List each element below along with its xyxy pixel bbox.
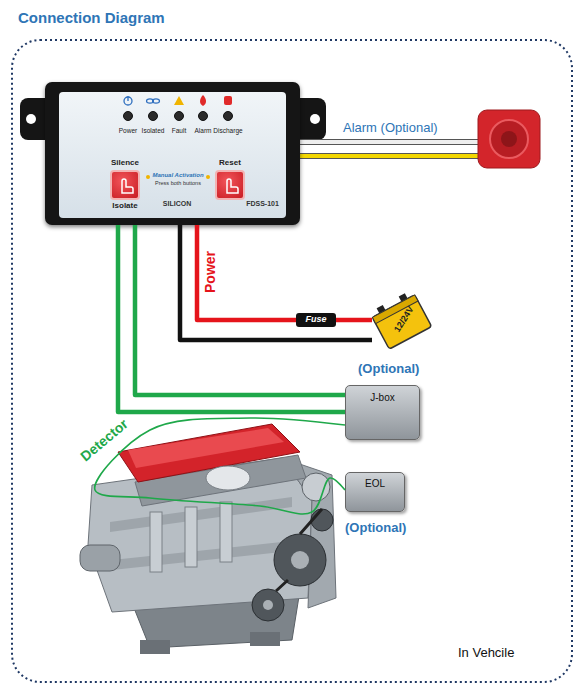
indicator-label: Discharge [213, 127, 242, 134]
intake-housing [206, 466, 250, 490]
wire-connector [95, 418, 345, 514]
engine-rib [110, 497, 292, 532]
battery-body [372, 290, 432, 349]
optional-tag: (Optional) [345, 521, 406, 536]
alarm-wire [300, 154, 482, 158]
wire-connector [197, 225, 296, 320]
pulley [274, 534, 326, 586]
push-button [110, 170, 140, 200]
model-number: FDSS-101 [235, 200, 290, 208]
indicator-label: Alarm [195, 127, 212, 134]
isolated-icon [153, 99, 160, 103]
discharge-icon [224, 96, 232, 105]
power-icon [127, 96, 128, 101]
link-dot [206, 175, 210, 179]
belt [276, 509, 322, 591]
link-dot [146, 175, 150, 179]
control-unit: SilenceIsolate ResetSILICON FDSS-101 [45, 82, 300, 225]
wire-connector [180, 225, 372, 340]
engine-rib [112, 540, 300, 570]
manifold-pipe [220, 502, 232, 562]
indicator-label: Power [119, 127, 137, 134]
wire-label: Power [202, 251, 218, 293]
indicator-led [124, 112, 133, 121]
dotted-border [12, 40, 572, 682]
hand-icon [227, 179, 238, 193]
pulley-hub [263, 600, 273, 610]
junction-box: J-box [345, 385, 420, 440]
wire-label: Alarm (Optional) [343, 121, 438, 136]
wire-connector [118, 225, 345, 412]
diagram-title: Connection Diagram [18, 9, 165, 26]
starter-motor [80, 545, 120, 571]
alarm-wire [300, 140, 482, 144]
wire-label: Detector [77, 416, 131, 465]
alarm-sounder [478, 110, 540, 168]
fuse-label: Fuse [296, 314, 336, 324]
pulley-hub [291, 551, 309, 569]
button-label: Reset [205, 158, 255, 167]
button-label: Silence [100, 158, 150, 167]
manifold-pipe [150, 512, 162, 572]
box-label: EOL [346, 478, 404, 490]
fault-icon [174, 96, 184, 105]
sounder-grille [490, 120, 528, 158]
panel-note: Manual Activation [152, 172, 203, 179]
box-label: J-box [346, 392, 419, 404]
wire-connector [336, 318, 372, 323]
indicator-led [224, 112, 233, 121]
sounder-center [501, 131, 517, 147]
battery-case [372, 295, 431, 349]
pulley [252, 589, 284, 621]
indicator-label: Isolated [142, 127, 165, 134]
wire-connector [135, 225, 345, 395]
isolated-icon [147, 99, 154, 103]
fuse: Fuse [296, 313, 336, 327]
hand-icon [122, 179, 133, 193]
push-button [215, 170, 245, 200]
panel-note: Press both buttons [155, 180, 201, 186]
reset-button: Reset [205, 158, 255, 200]
panel-face [59, 92, 286, 218]
manifold-pipe [185, 507, 197, 567]
mounting-hole [26, 114, 36, 124]
button-label: Isolate [100, 201, 150, 210]
indicator-led [175, 112, 184, 121]
power-icon [124, 97, 132, 105]
battery: 12/24V [372, 290, 432, 350]
indicator-label: Fault [172, 127, 186, 134]
turbo [302, 473, 330, 501]
engine-foot [140, 640, 170, 654]
eol-box: EOL [345, 472, 405, 512]
alarm-wire-outline [300, 139, 482, 145]
silence-isolate-button: SilenceIsolate [100, 158, 150, 216]
alarm-icon [200, 95, 206, 106]
optional-tag: (Optional) [358, 362, 419, 377]
indicator-led [149, 112, 158, 121]
valve-cover-top [128, 428, 284, 468]
engine-illustration [80, 424, 336, 654]
alarm-wire-outline [300, 153, 482, 159]
mounting-hole [310, 114, 320, 124]
indicator-led [199, 112, 208, 121]
location-note: In Vehcile [458, 646, 514, 661]
brand-name: SILICON [147, 200, 207, 208]
engine-foot [250, 632, 280, 646]
